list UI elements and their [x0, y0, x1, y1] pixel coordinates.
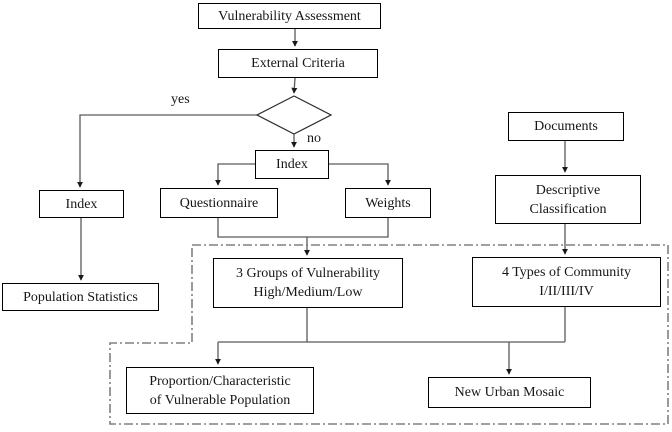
- node-label-line2: of Vulnerable Population: [149, 392, 291, 408]
- node-four-types-of-community: 4 Types of Community I/II/III/IV: [472, 257, 661, 307]
- node-label: Documents: [534, 119, 598, 134]
- node-label: External Criteria: [251, 56, 345, 71]
- decision-diamond: [255, 95, 333, 135]
- node-label: Population Statistics: [23, 289, 138, 305]
- node-label-line2: I/II/III/IV: [539, 284, 594, 299]
- node-label-line1: Descriptive: [535, 182, 601, 198]
- node-weights: Weights: [345, 188, 431, 218]
- branch-label-no: no: [307, 131, 321, 146]
- node-label: Weights: [365, 195, 411, 211]
- node-label: Vulnerability Assessment: [218, 8, 361, 24]
- node-label: Index: [276, 157, 308, 172]
- node-label: New Urban Mosaic: [454, 385, 565, 400]
- node-index-left: Index: [39, 190, 124, 218]
- node-label-line2: Classification: [529, 201, 607, 217]
- node-three-groups-of-vulnerability: 3 Groups of Vulnerability High/Medium/Lo…: [213, 258, 403, 308]
- node-proportion-characteristic: Proportion/Characteristic of Vulnerable …: [126, 367, 314, 414]
- node-label: Questionnaire: [179, 195, 259, 211]
- node-label-line1: Proportion/Characteristic: [149, 373, 291, 389]
- node-questionnaire: Questionnaire: [160, 188, 278, 218]
- node-label-line2: High/Medium/Low: [253, 285, 363, 300]
- node-population-statistics: Population Statistics: [2, 283, 159, 311]
- branch-label-yes: yes: [171, 92, 190, 107]
- node-label-line1: 3 Groups of Vulnerability: [236, 266, 380, 281]
- node-label: Index: [65, 196, 98, 212]
- node-new-urban-mosaic: New Urban Mosaic: [428, 377, 591, 408]
- node-external-criteria: External Criteria: [218, 49, 378, 78]
- dashed-result-region: [109, 244, 669, 425]
- node-documents: Documents: [508, 112, 624, 141]
- node-descriptive-classification: Descriptive Classification: [495, 175, 641, 224]
- node-label-line1: 4 Types of Community: [501, 265, 632, 280]
- node-vulnerability-assessment: Vulnerability Assessment: [198, 3, 381, 29]
- node-index-main: Index: [255, 150, 329, 179]
